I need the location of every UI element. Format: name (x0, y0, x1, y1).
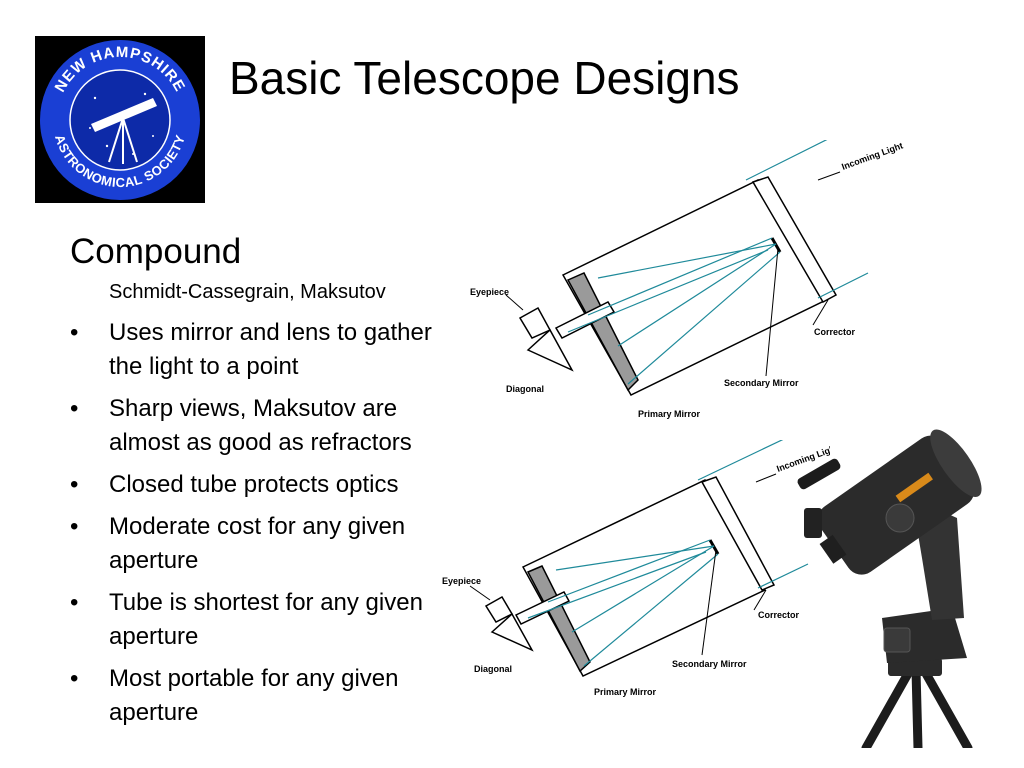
tube-brand-band (895, 472, 933, 503)
label-eyepiece: Eyepiece (470, 287, 509, 297)
light-rays (527, 440, 809, 667)
bullet-item: • Uses mirror and lens to gather the ligh… (70, 316, 470, 384)
bullet-text: Closed tube protects optics (109, 471, 399, 498)
bullet-icon: • (70, 471, 79, 498)
section-heading: Compound (70, 232, 242, 271)
eyepiece (484, 595, 514, 623)
secondary-pointer (701, 549, 717, 656)
bullet-text: Moderate cost for any given aperture (109, 513, 406, 574)
telescope-icon (91, 98, 157, 164)
altitude-knob (885, 503, 915, 533)
focuser-tube (554, 301, 616, 339)
tube-front (930, 429, 982, 497)
hand-controller (883, 627, 911, 653)
secondary-mirror (770, 237, 782, 253)
corrector-plate (700, 476, 776, 591)
bullet-icon: • (70, 665, 79, 692)
schmidt-cassegrain-diagram-bottom: Incoming Light Eyepiece Diagonal Correct… (442, 440, 830, 697)
tripod-legs (861, 665, 973, 748)
bullet-icon: • (70, 319, 79, 346)
telescope-photo (797, 429, 982, 748)
label-diagonal: Diagonal (474, 664, 512, 674)
incoming-light-pointer (755, 473, 777, 483)
schmidt-cassegrain-diagram-top: Incoming Light Eyepiece Diagonal Correct… (470, 140, 904, 419)
label-primary-mirror: Primary Mirror (594, 687, 657, 697)
label-incoming-light: Incoming Light (840, 140, 904, 171)
bullet-icon: • (70, 589, 79, 616)
bullet-text: Tube is shortest for any given aperture (109, 589, 423, 650)
focuser-tube (514, 591, 571, 625)
label-corrector: Corrector (758, 610, 800, 620)
bullet-list: • Uses mirror and lens to gather the ligh… (70, 316, 470, 738)
bullet-icon: • (70, 513, 79, 540)
label-primary-mirror: Primary Mirror (638, 409, 701, 419)
diagonal-prism (526, 328, 574, 372)
finder-scope (797, 458, 841, 490)
section-subheading: Schmidt-Cassegrain, Maksutov (109, 281, 386, 303)
label-secondary-mirror: Secondary Mirror (724, 378, 799, 388)
bullet-item: • Tube is shortest for any given aperture (70, 586, 470, 654)
light-rays (567, 140, 869, 385)
eyepiece-pointer (505, 294, 524, 311)
secondary-mirror (708, 539, 720, 555)
label-secondary-mirror: Secondary Mirror (672, 659, 747, 669)
diagonal-prism (490, 612, 534, 652)
bullet-text: Sharp views, Maksutov are almost as good… (109, 395, 412, 456)
bullet-text: Uses mirror and lens to gather the light… (109, 319, 432, 380)
tripod-head (888, 658, 942, 676)
bullet-item: • Moderate cost for any given aperture (70, 510, 470, 578)
corrector-pointer (812, 299, 829, 326)
primary-mirror (566, 272, 639, 392)
label-diagonal: Diagonal (506, 384, 544, 394)
star-icons (89, 92, 154, 155)
slide-title: Basic Telescope Designs (229, 52, 740, 104)
corrector-pointer (753, 589, 767, 611)
bullet-item: • Closed tube protects optics (70, 468, 470, 502)
eyepiece-pointer (469, 585, 491, 601)
star-diagonal (804, 508, 822, 538)
visual-back (819, 534, 847, 564)
bullet-item: • Sharp views, Maksutov are almost as goo… (70, 392, 470, 460)
society-logo: NEW HAMPSHIRE ASTRONOMICAL SOCIETY (35, 36, 205, 203)
incoming-light-pointer (817, 171, 841, 181)
bullet-text: Most portable for any given aperture (109, 665, 399, 726)
bullet-item: • Most portable for any given aperture (70, 662, 470, 730)
secondary-pointer (765, 247, 779, 377)
label-eyepiece: Eyepiece (442, 576, 481, 586)
primary-mirror (526, 565, 591, 673)
eyepiece (518, 306, 552, 339)
label-corrector: Corrector (814, 327, 856, 337)
corrector-plate (751, 176, 838, 304)
bullet-icon: • (70, 395, 79, 422)
